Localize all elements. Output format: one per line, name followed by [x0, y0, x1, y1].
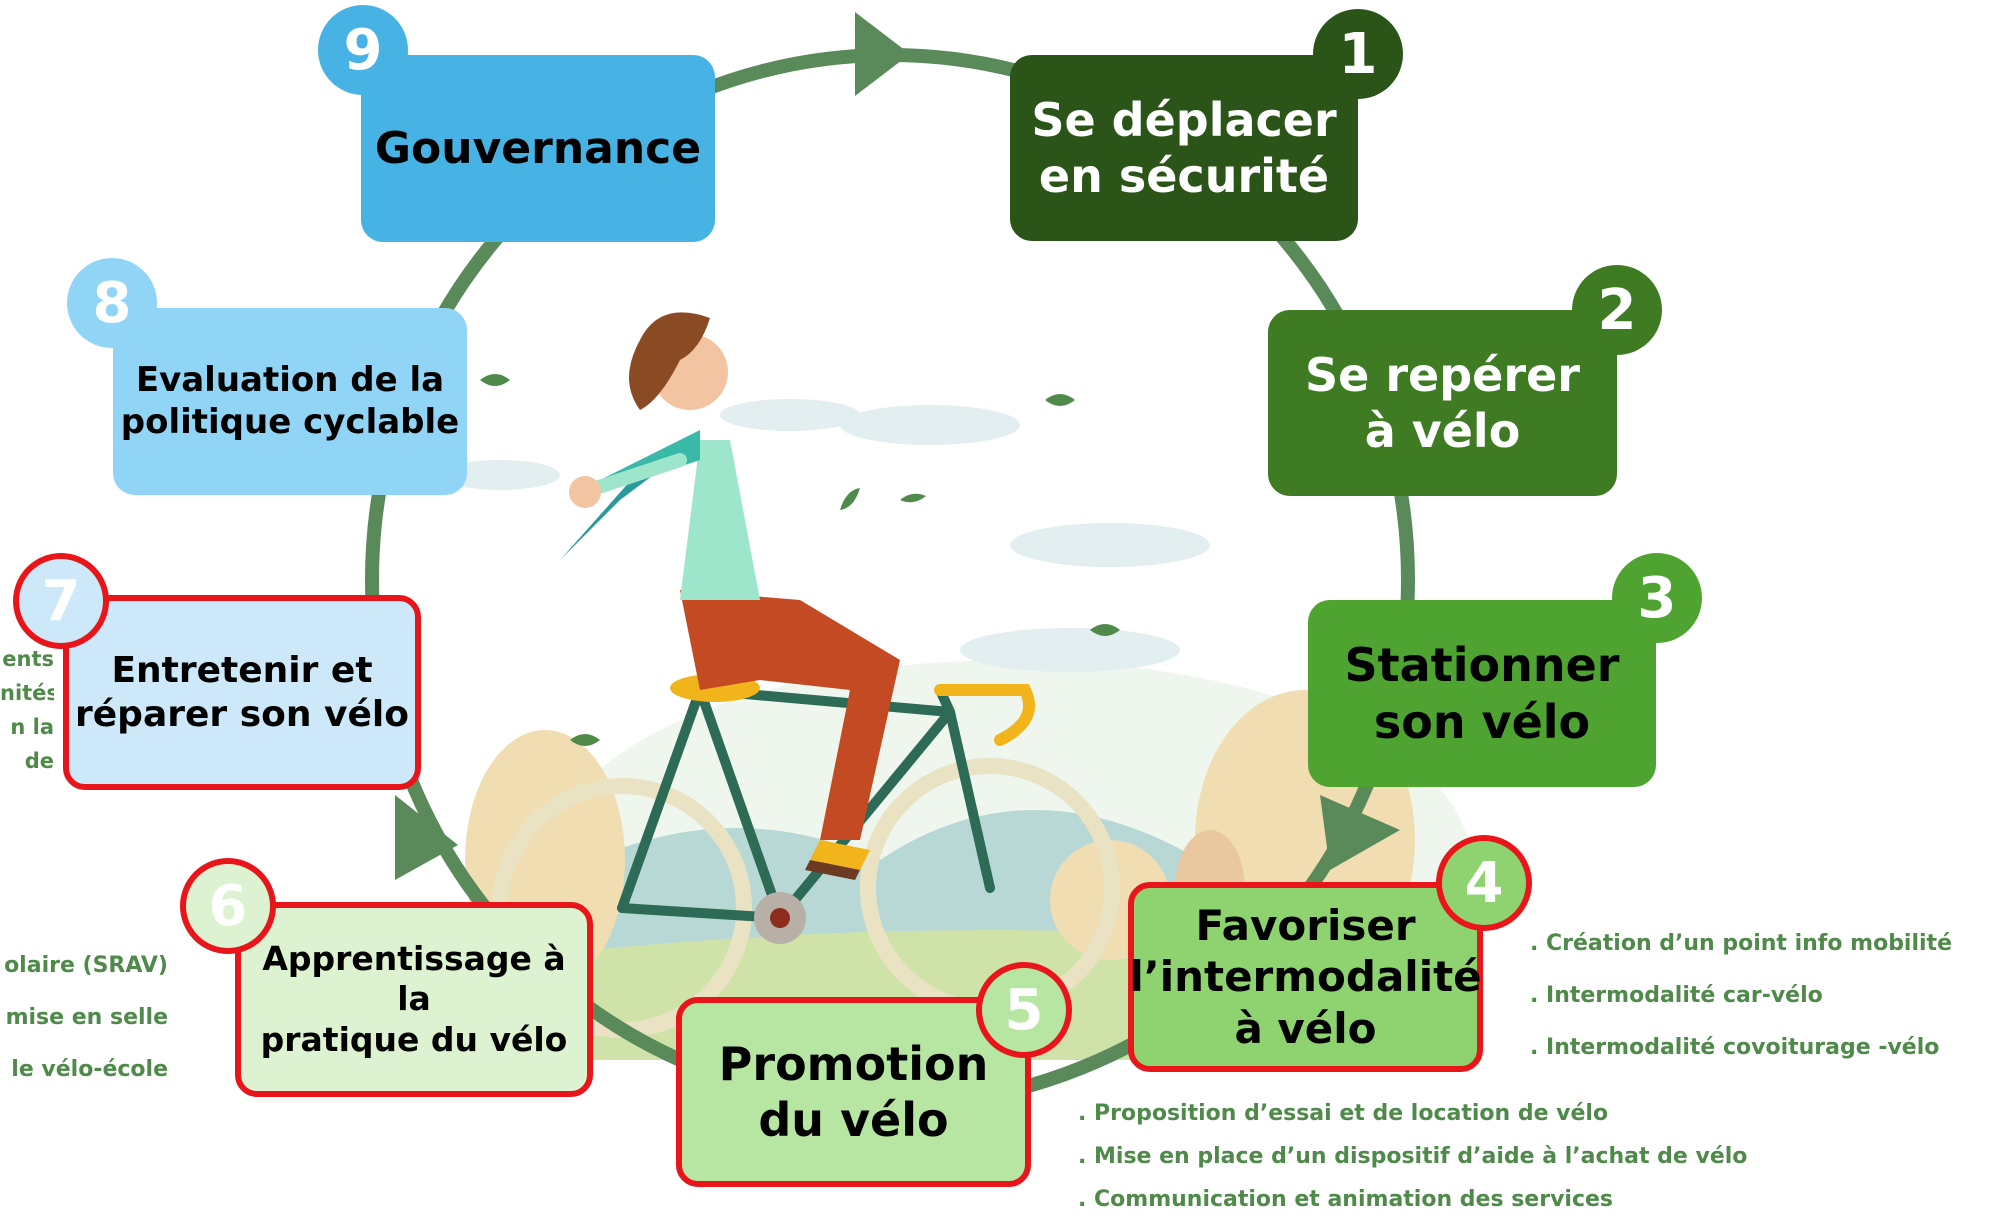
detail-item: ents	[2, 647, 54, 671]
step-6-card: Apprentissage à la pratique du vélo	[235, 902, 593, 1097]
step-2-badge: 2	[1572, 265, 1662, 355]
detail-item: mise en selle	[5, 1005, 168, 1030]
step-7-label: Entretenir et réparer son vélo	[75, 649, 409, 735]
arrow-right-icon	[1320, 795, 1400, 870]
step-3-card: Stationner son vélo	[1308, 600, 1656, 787]
step-6-details-clip: olaire (SRAV) mise en selle le vélo-écol…	[0, 940, 168, 1090]
step-1-label: Se déplacer en sécurité	[1031, 92, 1337, 203]
step-8-badge: 8	[67, 258, 157, 348]
step-7-card: Entretenir et réparer son vélo	[63, 595, 421, 790]
step-4-details: . Création d’un point info mobilité . In…	[1530, 918, 1952, 1074]
step-5-label: Promotion du vélo	[718, 1036, 989, 1147]
step-5-card: Promotion du vélo	[676, 997, 1031, 1187]
step-7-details: ents nités n la de	[0, 642, 54, 778]
detail-item: . Communication et animation des service…	[1078, 1187, 1614, 1212]
step-2-label: Se repérer à vélo	[1305, 347, 1580, 458]
detail-item: olaire (SRAV)	[4, 953, 168, 978]
detail-item: n la	[10, 715, 54, 739]
step-4-label: Favoriser l’intermodalité à vélo	[1129, 901, 1482, 1053]
step-6-badge: 6	[180, 858, 276, 954]
detail-item: . Création d’un point info mobilité	[1530, 931, 1952, 956]
detail-item: . Intermodalité car-vélo	[1530, 983, 1823, 1008]
detail-item: . Mise en place d’un dispositif d’aide à…	[1078, 1144, 1748, 1169]
step-9-badge: 9	[318, 5, 408, 95]
step-8-label: Evaluation de la politique cyclable	[120, 360, 460, 442]
detail-item: le vélo-école	[11, 1057, 168, 1082]
step-4-badge: 4	[1436, 835, 1532, 931]
detail-item: . Proposition d’essai et de location de …	[1078, 1101, 1609, 1126]
detail-item: . Intermodalité covoiturage -vélo	[1530, 1035, 1940, 1060]
step-6-label: Apprentissage à la pratique du vélo	[260, 939, 568, 1059]
step-7-details-clip: ents nités n la de	[0, 642, 54, 832]
arrow-top-icon	[855, 12, 910, 96]
step-9-label: Gouvernance	[374, 122, 702, 174]
detail-item: nités	[0, 681, 54, 705]
step-8-card: Evaluation de la politique cyclable	[113, 308, 467, 495]
step-5-details: . Proposition d’essai et de location de …	[1078, 1092, 1747, 1221]
step-2-card: Se repérer à vélo	[1268, 310, 1617, 496]
step-7-badge: 7	[13, 553, 109, 649]
step-3-label: Stationner son vélo	[1344, 638, 1620, 749]
step-6-details: olaire (SRAV) mise en selle le vélo-écol…	[0, 940, 168, 1090]
detail-item: de	[24, 749, 54, 773]
arrow-left-icon	[395, 795, 458, 880]
step-5-badge: 5	[976, 962, 1072, 1058]
step-1-card: Se déplacer en sécurité	[1010, 55, 1358, 241]
step-3-badge: 3	[1612, 553, 1702, 643]
step-9-card: Gouvernance	[361, 55, 715, 242]
step-1-badge: 1	[1313, 9, 1403, 99]
step-4-card: Favoriser l’intermodalité à vélo	[1128, 882, 1483, 1072]
